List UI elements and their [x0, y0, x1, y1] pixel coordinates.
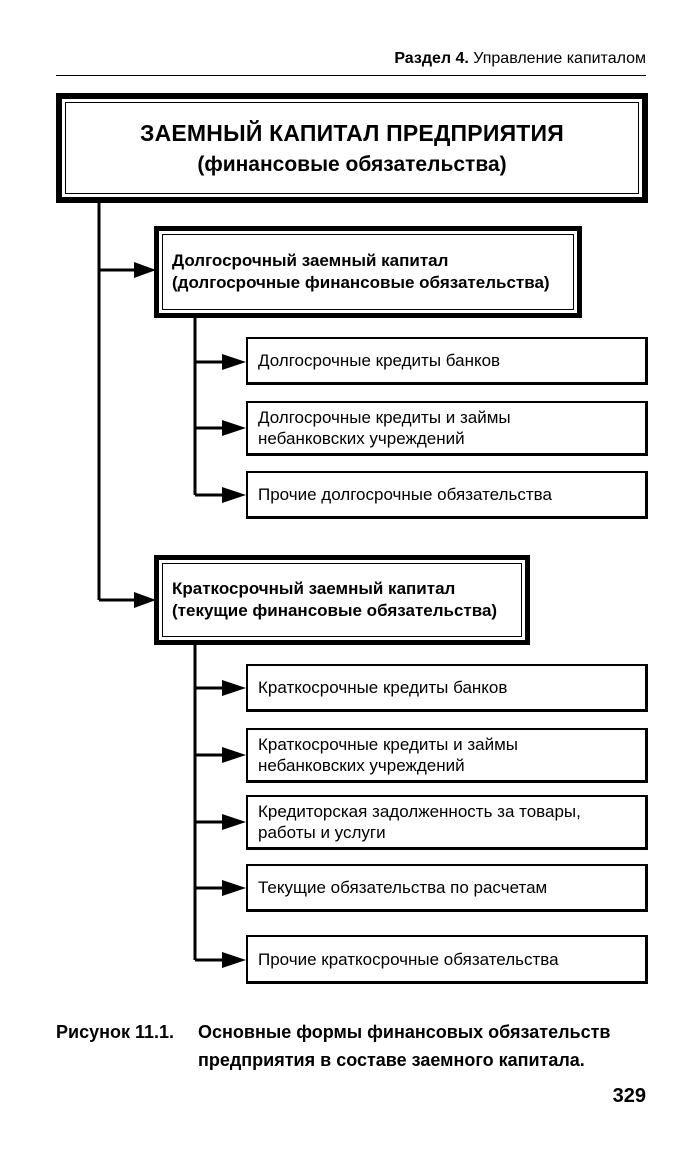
figure-caption-text: Основные формы финансовых обязательств п…	[198, 1022, 611, 1070]
item-label: Кредиторская задолженность за товары,	[258, 802, 581, 821]
short-term-item-box: Краткосрочные кредиты и займы небанковск…	[246, 728, 648, 783]
short-term-item-box: Прочие краткосрочные обязательства	[246, 935, 648, 984]
figure-label: Рисунок 11.1.	[56, 1022, 175, 1042]
page-number: 329	[612, 1085, 646, 1107]
long-term-item-box: Долгосрочные кредиты банков	[246, 337, 648, 385]
arrowhead-icon	[134, 262, 156, 278]
arrowhead-icon	[222, 354, 246, 370]
short-term-item-box: Кредиторская задолженность за товары, ра…	[246, 795, 648, 850]
header-rule	[56, 75, 646, 76]
long-term-item-box: Долгосрочные кредиты и займы небанковски…	[246, 401, 648, 456]
item-label: Долгосрочные кредиты и займы	[258, 408, 511, 427]
short-term-title: Краткосрочный заемный капитал	[172, 579, 456, 598]
long-term-item-box: Прочие долгосрочные обязательства	[246, 471, 648, 519]
arrowhead-icon	[222, 487, 246, 503]
section-title: Управление капиталом	[473, 50, 646, 67]
item-label: Краткосрочные кредиты банков	[258, 678, 508, 697]
root-subtitle: (финансовые обязательства)	[197, 152, 507, 176]
running-header: Раздел 4. Управление капиталом	[394, 50, 646, 68]
item-label: Краткосрочные кредиты и займы	[258, 735, 518, 754]
root-title: ЗАЕМНЫЙ КАПИТАЛ ПРЕДПРИЯТИЯ	[139, 119, 565, 146]
item-label: Прочие долгосрочные обязательства	[258, 485, 552, 504]
arrowhead-icon	[222, 952, 246, 968]
item-label: Текущие обязательства по расчетам	[258, 878, 548, 897]
arrowhead-icon	[222, 880, 246, 896]
arrowhead-icon	[222, 814, 246, 830]
short-term-item-box: Краткосрочные кредиты банков	[246, 664, 648, 712]
long-term-subtitle: (долгосрочные финансовые обязательства)	[172, 273, 550, 292]
root-box: ЗАЕМНЫЙ КАПИТАЛ ПРЕДПРИЯТИЯ (финансовые …	[56, 93, 648, 203]
long-term-title: Долгосрочный заемный капитал	[172, 251, 449, 270]
short-term-item-box: Текущие обязательства по расчетам	[246, 864, 648, 912]
short-term-box: Краткосрочный заемный капитал (текущие ф…	[154, 555, 530, 645]
arrowhead-icon	[134, 592, 156, 608]
arrowhead-icon	[222, 420, 246, 436]
section-label: Раздел 4.	[394, 50, 469, 67]
item-label: небанковских учреждений	[258, 429, 465, 448]
item-label: небанковских учреждений	[258, 756, 465, 775]
short-term-subtitle: (текущие финансовые обязательства)	[172, 601, 498, 620]
item-label: Долгосрочные кредиты банков	[258, 351, 501, 370]
arrowhead-icon	[222, 747, 246, 763]
item-label: работы и услуги	[258, 823, 386, 842]
item-label: Прочие краткосрочные обязательства	[258, 949, 559, 969]
long-term-box: Долгосрочный заемный капитал (долгосрочн…	[154, 226, 582, 318]
arrowhead-icon	[222, 680, 246, 696]
